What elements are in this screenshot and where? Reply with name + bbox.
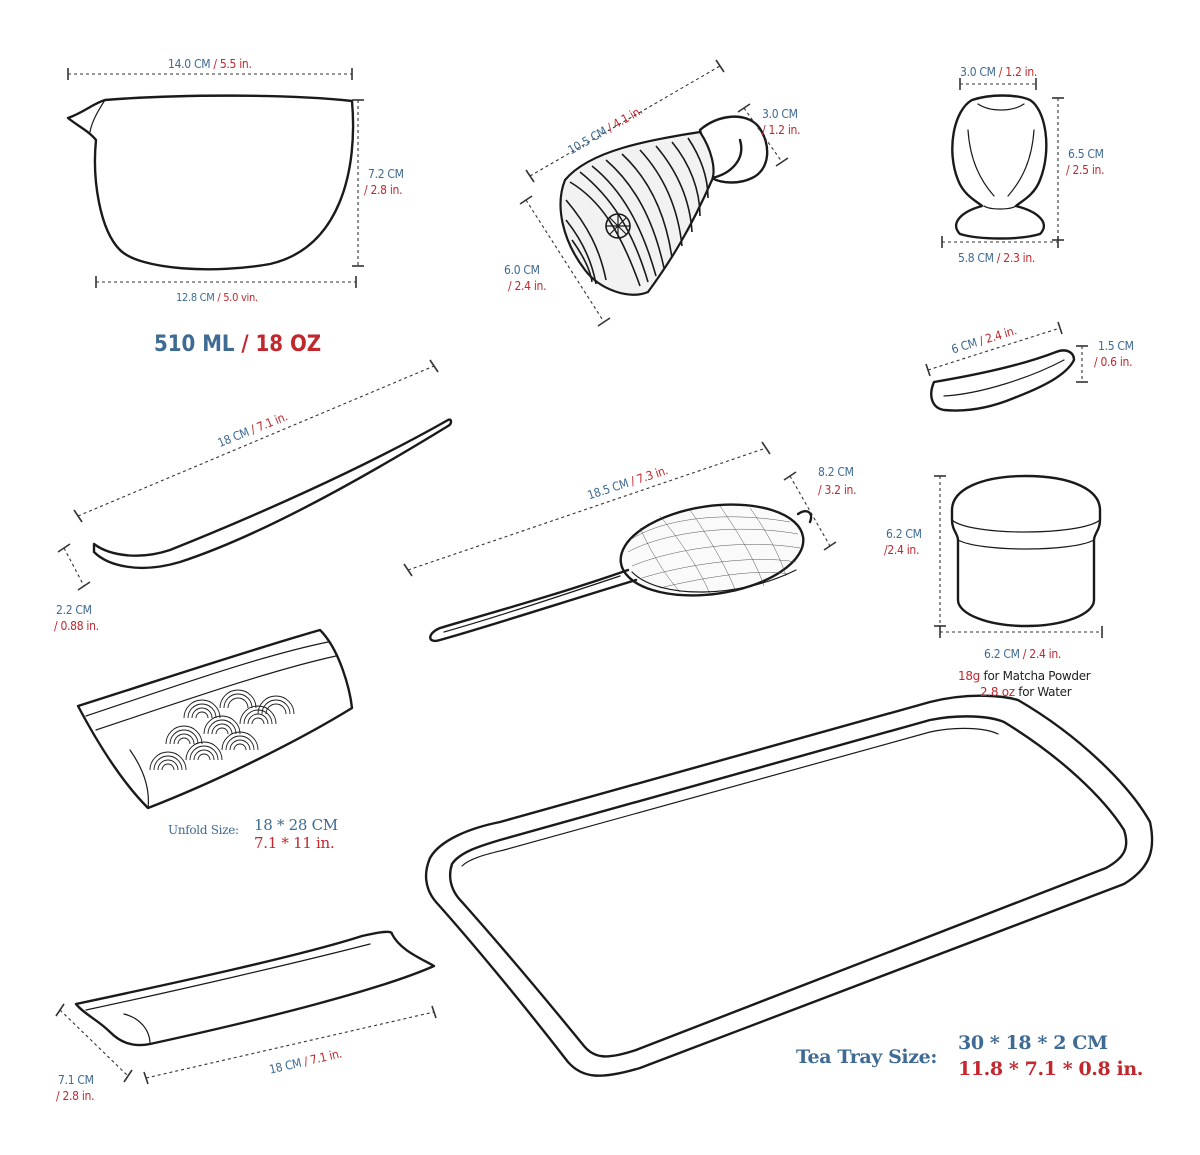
holder-height-in: / 2.5 in. <box>1066 163 1105 177</box>
scoop-width-cm: 2.2 CM <box>56 603 92 617</box>
spoon-rest-height-in: / 0.6 in. <box>1094 355 1133 369</box>
bowl-height-in: / 2.8 in. <box>364 183 403 197</box>
whisk-width-in: / 2.4 in. <box>508 279 547 293</box>
matcha-canister <box>934 474 1103 638</box>
cloth-unfold-label: Unfold Size: <box>168 823 239 837</box>
bamboo-scoop <box>57 359 453 591</box>
tray-size-label: Tea Tray Size: <box>796 1046 937 1068</box>
holder-top-label: 3.0 CM / 1.2 in. <box>960 65 1038 79</box>
canister-width-label: 6.2 CM / 2.4 in. <box>984 647 1062 661</box>
stand-width-in: / 2.8 in. <box>56 1089 95 1103</box>
spoon-rest-height-cm: 1.5 CM <box>1098 339 1134 353</box>
canister-height-in: /2.4 in. <box>884 543 920 557</box>
tea-sifter <box>403 441 837 643</box>
bowl-height-cm: 7.2 CM <box>368 167 404 181</box>
matcha-bowl <box>66 68 364 288</box>
canister-note-water: 2.8 oz for Water <box>980 685 1072 699</box>
tray-size-cm: 30 * 18 * 2 CM <box>958 1032 1108 1054</box>
whisk-holder <box>941 78 1064 248</box>
whisk-handle-cm: 3.0 CM <box>762 107 798 121</box>
canister-height-cm: 6.2 CM <box>886 527 922 541</box>
spoon-rest <box>925 321 1088 412</box>
whisk-handle-in: / 1.2 in. <box>762 123 801 137</box>
tea-tray <box>424 694 1154 1077</box>
cloth-size-cm: 18 * 28 CM <box>254 816 338 834</box>
scoop-width-in: / 0.88 in. <box>54 619 99 633</box>
whisk-width-cm: 6.0 CM <box>504 263 540 277</box>
bowl-top-width-label: 14.0 CM / 5.5 in. <box>168 57 252 71</box>
bamboo-whisk <box>519 59 789 327</box>
canister-note-powder: 18g for Matcha Powder <box>958 669 1091 683</box>
tray-size-in: 11.8 * 7.1 * 0.8 in. <box>958 1058 1143 1080</box>
holder-height-cm: 6.5 CM <box>1068 147 1104 161</box>
sifter-diameter-in: / 3.2 in. <box>818 483 857 497</box>
cloth-size-in: 7.1 * 11 in. <box>254 834 335 852</box>
stand-width-cm: 7.1 CM <box>58 1073 94 1087</box>
bowl-bottom-width-label: 12.8 CM / 5.0 vin. <box>176 291 258 304</box>
bowl-capacity: 510 ML / 18 OZ <box>154 332 322 357</box>
holder-base-label: 5.8 CM / 2.3 in. <box>958 251 1036 265</box>
sifter-diameter-cm: 8.2 CM <box>818 465 854 479</box>
ceramic-stand <box>55 930 437 1085</box>
folded-cloth <box>76 628 354 810</box>
